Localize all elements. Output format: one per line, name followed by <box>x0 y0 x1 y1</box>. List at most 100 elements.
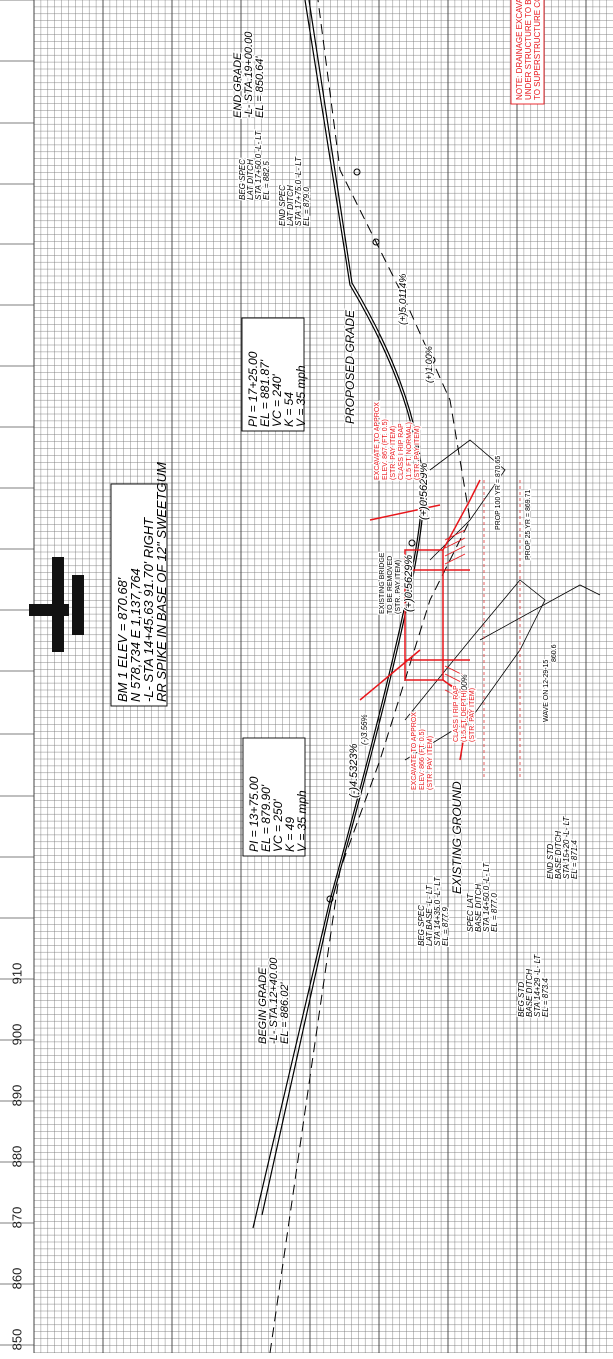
benchmark-note-line: BM 1 ELEV = 870.68' <box>115 577 130 702</box>
elevation-label-text: 910 <box>9 962 25 984</box>
elevation-label-850: 850 <box>0 1319 34 1359</box>
elevation-label-910: 910 <box>0 953 34 993</box>
hw-25yr-label: PROP 25 YR = 869.71 <box>524 488 534 561</box>
end-grade-note-line: -L- STA.19+00.00 <box>243 31 255 118</box>
existing-ground-label-line: EXISTING GROUND <box>450 781 464 894</box>
ditch-note-3-line: EL = 877.9 <box>441 907 450 946</box>
elevation-label-text: 890 <box>9 1084 25 1106</box>
hw-100yr-label-line: PROP 100 YR = 870.65 <box>495 456 502 530</box>
elevation-label-text: 870 <box>9 1206 25 1228</box>
ditch-note-2-line: STA 14+50.0 -L- LT <box>482 862 491 932</box>
existing-ground-label: EXISTING GROUND <box>449 780 466 896</box>
proposed-grade-line <box>252 0 424 1229</box>
end-grade-note-line: EL = 850.64' <box>254 56 266 118</box>
elevation-label-870: 870 <box>0 1197 34 1237</box>
end-grade-note-line: END GRADE <box>232 52 244 118</box>
existing-bridge-note-line: TO BE REMOVED <box>387 556 394 614</box>
proposed-grade-label-line: PROPOSED GRADE <box>343 309 357 424</box>
vertical-curve-pi-1-line: PI = 13+75.00 <box>247 776 261 852</box>
wave-el-label-line: 860.6 <box>551 644 558 662</box>
wave-el-label: 860.6 <box>550 643 560 663</box>
excavate-note-right-line: ELEV. 867 (FT. 0.5) <box>382 419 389 480</box>
grid-major-lines <box>33 0 587 1353</box>
grade-label-6-line: (-)3.56% <box>360 714 369 745</box>
vertical-curve-pi-2-line: PI = 17+25.00 <box>246 351 260 427</box>
excavate-note-left-line: EXCAVATE TO APPROX <box>411 712 418 790</box>
grade-label-3: (+)0.5629% <box>402 553 417 613</box>
ditch-note-5-line: BEG SPEC <box>238 159 247 200</box>
channel-outline <box>404 439 601 761</box>
vertical-curve-pi-2-line: V = 35 mph <box>294 365 308 427</box>
ditch-note-6-line: END SPEC <box>278 185 287 226</box>
grade-label-4: (+)5.0114% <box>397 272 411 326</box>
excavate-note-right-line: (1.5 FT. NORMAL) <box>406 422 413 480</box>
grade-label-5-line: (+)1.00% <box>424 346 434 383</box>
existing-bridge-structure <box>359 479 481 761</box>
elevation-label-text: 880 <box>9 1145 25 1167</box>
riprap-hatching <box>444 529 466 701</box>
grade-label-7: (-)2.00% <box>459 673 471 706</box>
ditch-note-3-line: LAT BASE -L- LT <box>425 884 434 946</box>
excavate-note-right-line: (STR. PAY ITEM) <box>390 426 397 480</box>
ditch-note-3-line: BEG SPEC <box>417 905 426 946</box>
elevation-label-text: 900 <box>9 1023 25 1045</box>
grade-label-3-line: (+)0.5629% <box>403 555 415 612</box>
elevation-column <box>0 0 34 1353</box>
elevation-label-900: 900 <box>0 1014 34 1054</box>
hw-dashed-lines <box>483 480 521 780</box>
vertical-curve-pi-2-box <box>241 317 305 432</box>
ditch-note-1-line: BASE DITCH <box>525 969 534 1017</box>
begin-grade-note-line: -L- STA.12+40.00 <box>268 957 280 1044</box>
grade-label-2: (+)0.5629% <box>417 461 432 521</box>
grade-label-1-line: (-)4.5323% <box>348 743 360 798</box>
ditch-note-4-line: EL = 871.4 <box>570 840 579 879</box>
vertical-curve-pi-2-line: K = 54 <box>282 392 296 427</box>
vertical-curve-pi-2-line: VC = 240' <box>270 374 284 427</box>
riprap-note-line: CLASS I RIP RAP <box>453 685 460 742</box>
excavate-note-right-line: CLASS I RIP RAP <box>398 423 405 480</box>
benchmark-note: BM 1 ELEV = 870.68'N 578,734 E 1,137,764… <box>110 462 169 707</box>
grade-label-2-line: (+)0.5629% <box>418 463 430 520</box>
wave-label-line: WAVE ON 12-29-15 <box>543 660 550 722</box>
vertical-curve-pi-2-line: EL = 881.87' <box>258 359 272 427</box>
benchmark-note-line: RR SPIKE IN BASE OF 12" SWEETGUM <box>154 462 169 702</box>
benchmark-note-line: -L- STA 14+45.63 91.70' RIGHT <box>141 517 156 702</box>
ditch-note-4-line: BASE DITCH <box>554 831 563 879</box>
elevation-label-880: 880 <box>0 1136 34 1176</box>
hw-100yr-label: PROP 100 YR = 870.65 <box>494 454 504 531</box>
elevation-label-text: 860 <box>9 1267 25 1289</box>
ditch-note-3-line: STA 14+35.0 -L- LT <box>433 876 442 946</box>
hw-25yr-label-line: PROP 25 YR = 869.71 <box>525 490 532 560</box>
pi-markers <box>326 168 436 903</box>
riprap-note: CLASS I RIP RAP(1.5 FT. DEPTH)(STR. PAY … <box>452 684 478 744</box>
vertical-curve-pi-1-box <box>242 737 306 857</box>
elevation-label-890: 890 <box>0 1075 34 1115</box>
begin-grade-note-line: BEGIN GRADE <box>257 967 269 1044</box>
begin-grade-note-line: EL = 886.02' <box>279 982 291 1044</box>
grade-label-4-line: (+)5.0114% <box>398 274 409 325</box>
elevation-label-860: 860 <box>0 1258 34 1298</box>
drainage-note-line: UNDER STRUCTURE TO BE PERFORMED PRIOR <box>524 0 533 100</box>
ditch-note-1-line: STA 14+29 -L- LT <box>533 954 542 1017</box>
benchmark-note-line: N 578,734 E 1,137,764 <box>128 568 143 702</box>
ditch-note-5-line: EL = 882.5 <box>262 161 271 200</box>
excavate-note-left-line: (STR. PAY ITEM) <box>427 736 434 790</box>
grade-label-7-line: (-)2.00% <box>460 674 469 705</box>
ditch-note-5-line: LAT DITCH <box>246 159 255 200</box>
riprap-note-line: (1.5 FT. DEPTH) <box>461 690 468 742</box>
drainage-note-box <box>510 0 545 105</box>
benchmark-note-box <box>110 483 168 707</box>
drainage-note: NOTE: DRAINAGE EXCAVATION (STR PAY ITEM)… <box>510 0 545 105</box>
drainage-note-line: NOTE: DRAINAGE EXCAVATION (STR PAY ITEM) <box>515 0 524 100</box>
